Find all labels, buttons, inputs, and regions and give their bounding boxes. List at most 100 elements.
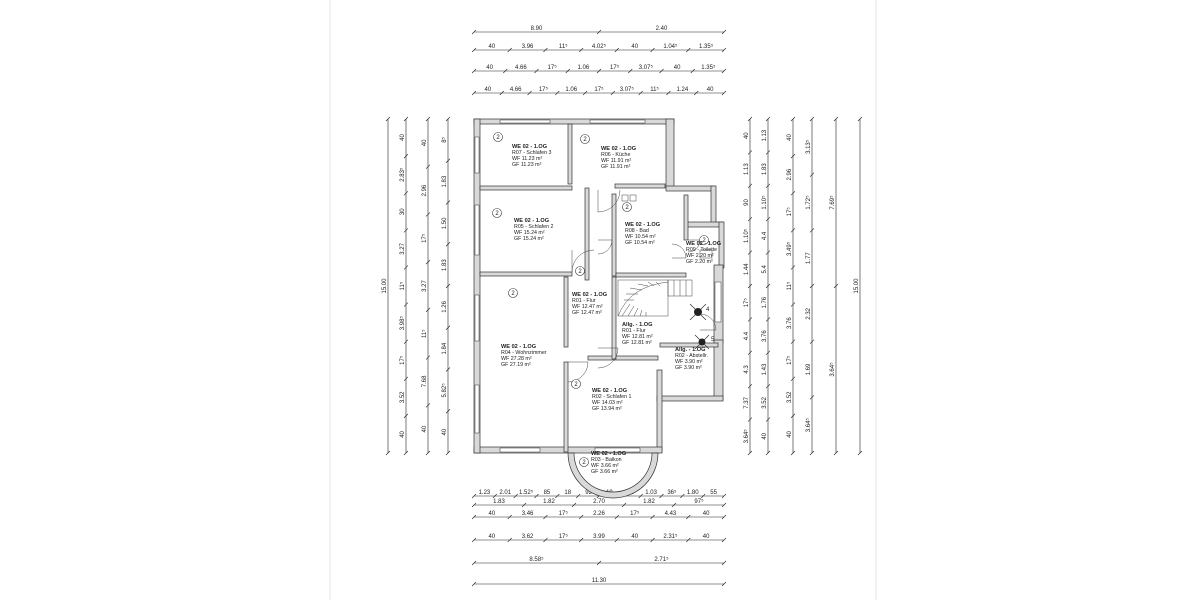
dim-label: 40 <box>787 430 793 437</box>
window-4 <box>474 384 480 434</box>
dim-label: 17⁵ <box>786 207 793 217</box>
room-number-circle <box>579 457 589 467</box>
dim-label: 18 <box>564 490 571 496</box>
room-number-circle <box>493 132 503 142</box>
dim-label: 15.00 <box>854 278 860 294</box>
room-number: 2 <box>574 382 578 388</box>
room-info-line: WF 12.81 m² <box>622 334 653 340</box>
dim-label: 85 <box>544 490 551 496</box>
dim-label: 3.13⁵ <box>805 139 812 154</box>
dim-label: 11⁵ <box>399 281 406 290</box>
dim-label: 17⁵ <box>539 86 549 93</box>
room-unit-label: Allg. - 1.OG <box>675 347 705 353</box>
dim-label: 1.43 <box>762 363 768 375</box>
dim-label: 3.52 <box>400 391 406 403</box>
dim-label: 4.02⁵ <box>592 43 607 50</box>
room-info-line: GF 10.54 m² <box>625 240 655 246</box>
dim-label: 1.04⁵ <box>663 43 678 50</box>
room-number: 2 <box>578 269 582 275</box>
window-1 <box>474 136 480 174</box>
dim-label: 1.82 <box>643 499 655 505</box>
inner-wall-c <box>584 187 590 281</box>
outer-wall-right-jog <box>665 185 715 192</box>
dim-label: 4.43 <box>665 511 677 517</box>
dim-label: 3.52 <box>787 391 793 403</box>
dim-label: 40 <box>674 65 681 71</box>
room-unit-label: WE 02 - 1.OG <box>572 292 607 298</box>
left-dimension-chain: 15.00 <box>382 116 391 456</box>
inner-wall-e <box>611 193 617 277</box>
dim-label: 17⁵ <box>786 355 793 365</box>
room-number-circle <box>575 266 585 276</box>
dim-label: 40 <box>485 87 492 93</box>
room-number: 2 <box>495 211 499 217</box>
dim-label: 2.32 <box>806 307 812 319</box>
room-number: 2 <box>582 460 586 466</box>
room-info-line: R01 - Flur <box>622 328 646 334</box>
room-info-line: GF 3.66 m² <box>591 469 618 475</box>
window-5 <box>499 119 551 124</box>
room-number-circle <box>699 235 709 245</box>
dim-label: 2.01 <box>499 490 511 496</box>
room-info-line: R06 - Küche <box>601 152 630 158</box>
room-info-line: R09 - Toilette <box>686 247 717 253</box>
dim-label: 40 <box>422 425 428 432</box>
dim-label: 2.40 <box>656 26 668 32</box>
dim-label: 11⁵ <box>421 329 428 338</box>
room-number-circle <box>622 202 632 212</box>
walls: 4 5 <box>473 118 725 499</box>
dim-label: 40 <box>787 134 793 141</box>
room-number: 2 <box>583 137 587 143</box>
room-info-line: R02 - Abstellr. <box>675 353 708 359</box>
dim-label: 1.82 <box>543 499 555 505</box>
dim-label: 3.64⁵ <box>743 429 750 444</box>
room-info-line: R01 - Flur <box>572 298 596 304</box>
dim-label: 17⁵ <box>630 510 640 517</box>
dim-label: 1.83 <box>762 163 768 175</box>
dim-label: 1.35⁵ <box>699 43 714 50</box>
dim-label: 2.31⁵ <box>663 533 678 540</box>
dim-label: 4.4 <box>762 231 768 240</box>
dim-label: 1.50 <box>442 217 448 229</box>
shaft-marker-5 <box>694 334 710 350</box>
room-number: 2 <box>625 205 629 211</box>
bottom-dimension-chain: 11.30 <box>471 578 727 587</box>
dim-label: 40 <box>422 139 428 146</box>
dim-label: 17⁵ <box>399 355 406 365</box>
dim-label: 40 <box>486 65 493 71</box>
room-number-circle <box>571 379 581 389</box>
dim-label: 8⁵ <box>441 136 448 142</box>
dim-label: 1.13 <box>762 129 768 141</box>
dim-label: 1.24 <box>676 87 688 93</box>
dim-label: 40 <box>631 44 638 50</box>
room-info-line: GF 11.91 m² <box>601 164 631 170</box>
inner-wall-l <box>659 342 719 348</box>
window-8 <box>499 447 541 453</box>
balcony-wall <box>567 452 659 499</box>
dim-label: 1.03 <box>645 490 657 496</box>
dim-label: 1.83 <box>442 259 448 271</box>
room-info-line: WF 2.20 m² <box>686 253 714 259</box>
room-unit-label: WE 02 - 1.OG <box>512 144 547 150</box>
inner-wall-j <box>587 355 659 361</box>
window-3 <box>474 294 480 342</box>
door-swing-8 <box>699 313 717 331</box>
dim-label: 1.83 <box>493 499 505 505</box>
room-info-line: R04 - Wohnzimmer <box>501 350 547 356</box>
window-9 <box>594 447 641 453</box>
room-info-line: R03 - Balkon <box>591 457 622 463</box>
room-info-line: R02 - Schlafen 1 <box>592 394 632 400</box>
